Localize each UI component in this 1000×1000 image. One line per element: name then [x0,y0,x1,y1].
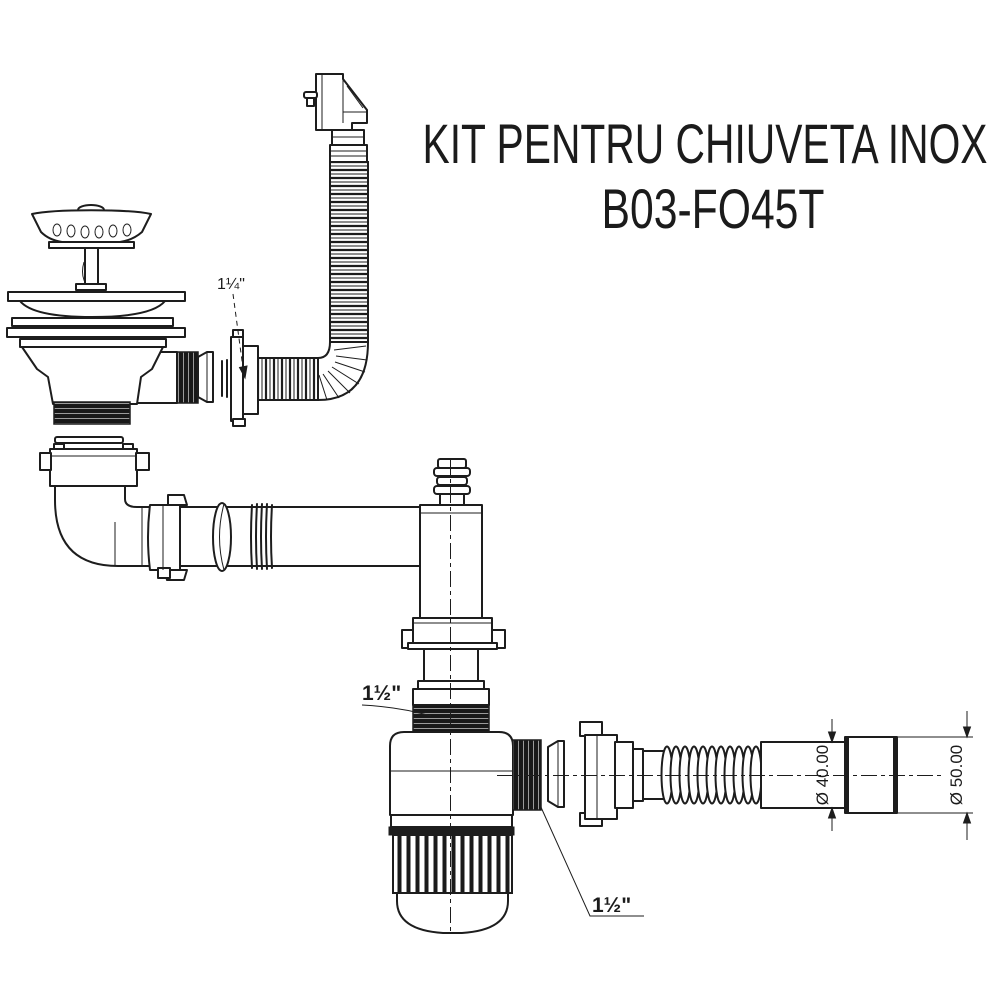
overflow-connector [230,329,259,427]
callout-overflow-size: 1¼" [217,276,248,380]
trap-inlet-size-label: 1½" [362,682,401,705]
pipe-gasket [212,502,232,572]
trap-cup-knurl [392,834,513,894]
mini-bellows [221,359,232,398]
title-block: KIT PENTRU CHIUVETA INOX B03-FO45T [423,112,988,240]
outlet-nut [579,721,618,827]
basket-strainer [31,204,152,296]
outlet-gasket [547,740,565,808]
tee-nut [401,617,506,650]
overflow-hose [255,161,369,401]
locknut [39,443,150,487]
overflow-head [303,73,368,163]
washer [54,436,124,444]
strainer-body [21,346,164,487]
title-line-1: KIT PENTRU CHIUVETA INOX [423,112,988,175]
strainer-slots [52,223,132,239]
sink-flange [6,291,186,348]
hose-barb-icon [433,458,471,507]
callout-trap-outlet-size: 1½" [539,804,644,917]
elbow-and-pipe [54,485,431,581]
overflow-size-label: 1¼" [217,276,245,293]
dimension-40: Ø 40.00 [813,719,837,831]
title-line-2: B03-FO45T [602,177,825,240]
pipe-threads [250,503,273,570]
bottle-trap [388,731,542,934]
outlet-gasket-cone [197,351,214,403]
tee-body [401,458,506,733]
dimension-50: Ø 50.00 [897,711,973,840]
strainer-bottom-threads [53,401,131,425]
pipe-nut [147,494,188,581]
trap-outlet-size-label: 1½" [592,894,631,917]
trap-cup-dome [396,892,509,934]
dim-40-label: Ø 40.00 [813,745,832,806]
dim-50-label: Ø 50.00 [947,745,966,806]
strainer-stem [84,247,99,287]
overflow-hose-bend-ribs [318,345,368,401]
callout-trap-inlet-size: 1½" [361,682,432,717]
flex-hose-assembly [547,721,898,827]
outlet-threads [176,351,199,404]
